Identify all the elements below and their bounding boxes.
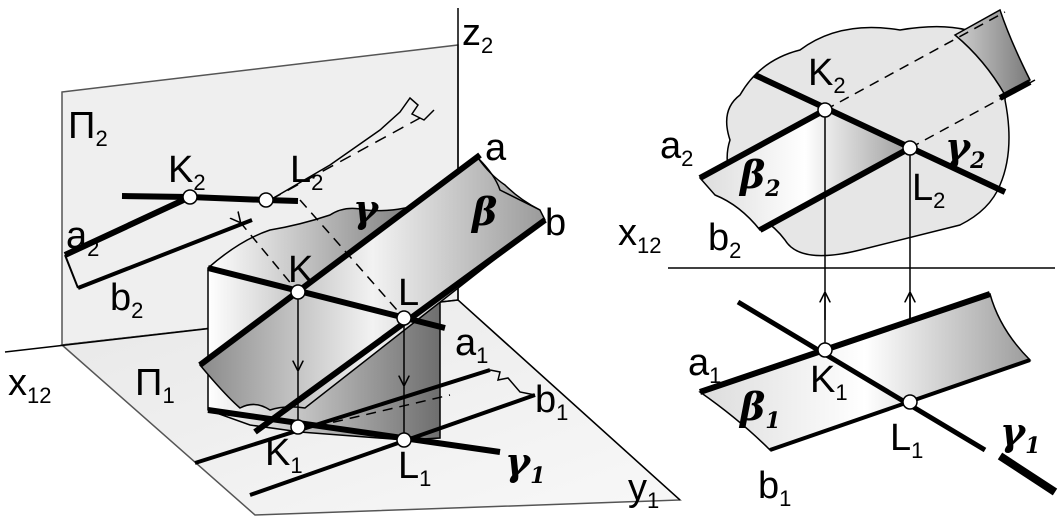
label-K2-r: K2 (808, 52, 846, 98)
hidden-a-extension (269, 117, 421, 201)
beta2-tube-top (953, 8, 1031, 97)
left-3d-view: z2 x12 y1 Π2 Π1 a2 b2 a b a1 b1 γ β γ1 K… (4, 8, 682, 516)
label-b2-r: b2 (708, 217, 741, 263)
label-L: L (398, 272, 419, 314)
label-gamma: γ (353, 186, 380, 231)
hidden-b2-ext (909, 79, 1036, 149)
line-a2-r (698, 107, 827, 181)
beta-right-edge (477, 157, 541, 211)
label-b1: b1 (535, 379, 568, 425)
label-beta1-r: β1 (738, 384, 781, 434)
label-L2-r: L2 (912, 167, 945, 213)
point-L1 (396, 432, 412, 448)
label-y1: y1 (628, 467, 659, 513)
label-a2: a2 (66, 215, 99, 261)
point-L (396, 310, 412, 326)
point-K2 (182, 189, 198, 205)
line-gamma1-r (736, 299, 987, 453)
hidden-KL-ext1 (240, 222, 299, 293)
b2-thick-ext (998, 79, 1032, 101)
point-L2 (258, 192, 274, 208)
label-b: b (545, 202, 566, 244)
label-pi2: Π2 (68, 105, 108, 151)
a2-stub (64, 254, 79, 289)
label-gamma2-r: γ2 (945, 124, 985, 174)
line-b2-r (758, 145, 912, 233)
label-L2: L2 (290, 149, 323, 195)
gamma1-r-thick-end (997, 452, 1058, 496)
label-gamma1: γ1 (505, 439, 545, 489)
line-a1 (194, 368, 491, 465)
label-K2: K2 (168, 149, 206, 195)
label-b1-r: b1 (758, 465, 791, 511)
label-x12-r: x12 (618, 212, 661, 258)
label-K1: K1 (265, 432, 303, 478)
line-gamma2-r (753, 72, 1007, 195)
right-epure-view: K2 L2 a2 b2 β2 γ2 x12 a1 β1 K1 L1 b1 γ1 (618, 8, 1058, 511)
line-gamma1 (207, 407, 501, 455)
break-mark-pi1 (489, 369, 536, 396)
label-a2-r: a2 (660, 125, 693, 171)
label-beta2-r: β2 (738, 152, 781, 202)
label-K1-r: K1 (810, 359, 848, 405)
hidden-a1-ext (299, 394, 451, 431)
label-b2: b2 (110, 277, 143, 323)
label-L1: L1 (398, 445, 431, 491)
line-a1-r (699, 291, 991, 395)
line-a2 (63, 194, 192, 258)
hidden-KL-ext2 (299, 199, 405, 319)
line-b2 (77, 218, 253, 290)
point-K2-r (817, 102, 833, 118)
label-pi1: Π1 (135, 362, 175, 408)
hidden-a2-ext (824, 11, 1006, 111)
label-z2: z2 (462, 12, 493, 58)
label-L1-r: L1 (890, 417, 923, 463)
line-a (198, 152, 482, 368)
point-K (290, 284, 306, 300)
label-a1-r: a1 (688, 342, 721, 388)
point-L1-r (902, 394, 918, 410)
line-b (253, 217, 547, 435)
plane-gamma2-trace (121, 193, 299, 204)
point-K1-r (817, 342, 833, 358)
point-L2-r (902, 140, 918, 156)
label-a1: a1 (455, 322, 488, 368)
line-b1-r (769, 358, 1031, 452)
label-gamma1-r: γ1 (1000, 409, 1040, 459)
label-x12: x12 (8, 362, 51, 408)
label-beta: β (470, 189, 497, 234)
y-axis (457, 299, 681, 501)
label-a: a (485, 127, 507, 169)
label-K: K (288, 249, 313, 291)
line-b1 (249, 393, 536, 497)
point-K1 (290, 419, 306, 435)
